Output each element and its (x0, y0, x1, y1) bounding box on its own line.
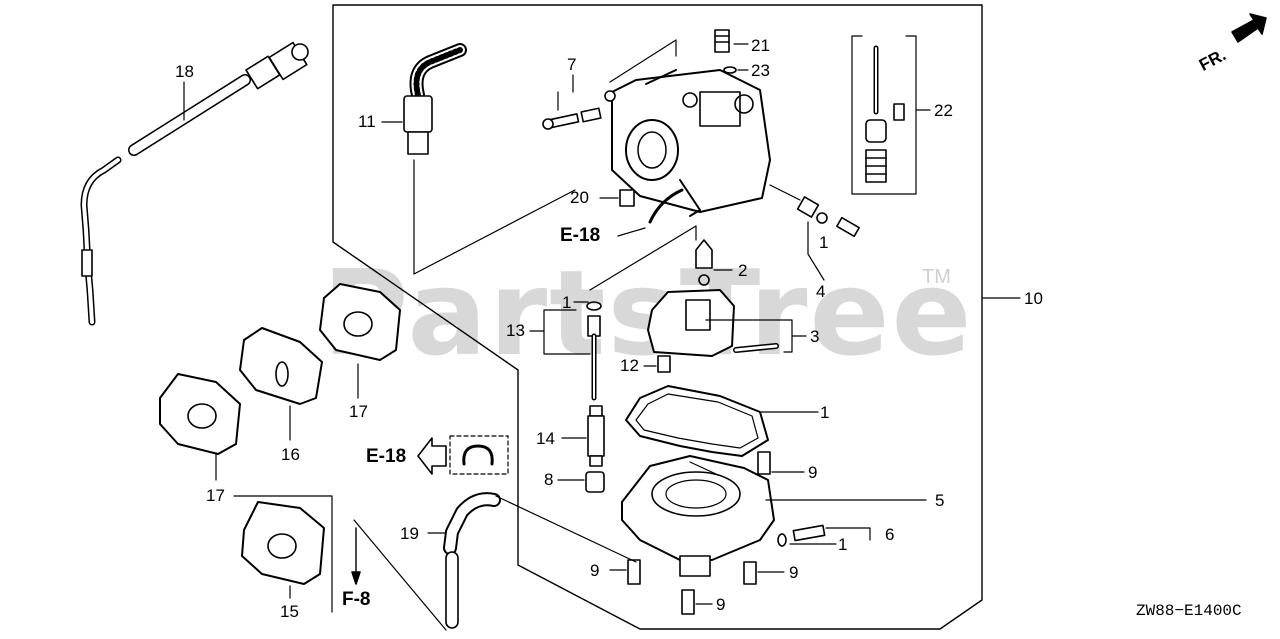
callout-9-bottom: 9 (716, 595, 726, 614)
fr-arrow-icon (1231, 13, 1267, 43)
leader-carb-top (609, 39, 677, 83)
choke-cable-icon (80, 41, 309, 326)
callout-17-top: 17 (349, 402, 368, 421)
leader-17-15 (233, 495, 333, 613)
callout-14: 14 (536, 429, 555, 448)
bolt-icons (627, 451, 771, 615)
callout-6: 6 (885, 525, 895, 544)
emulsion-tube-icon (586, 301, 602, 401)
callout-1-gasket: 1 (820, 403, 830, 422)
callout-10: 10 (1024, 289, 1043, 308)
leader-13 (543, 309, 591, 355)
clip-box (449, 435, 509, 475)
callout-5: 5 (935, 491, 945, 510)
arrow-down-icon (351, 571, 361, 585)
callout-9-right: 9 (789, 563, 799, 582)
ref-e18-top: E-18 (560, 225, 601, 246)
callout-4: 4 (816, 282, 826, 301)
trademark-mark: TM (922, 266, 951, 288)
callout-1-right: 1 (819, 233, 829, 252)
kit-box-22 (851, 35, 917, 195)
diagram-code: ZW88−E1400C (1136, 602, 1242, 620)
carburetor-body-icon (611, 69, 771, 217)
callout-17-bottom: 17 (206, 486, 225, 505)
callout-9-left: 9 (590, 561, 600, 580)
callout-1-upper: 1 (562, 293, 572, 312)
leader-1-4 (807, 221, 825, 281)
needle-kit-icon (865, 45, 905, 183)
main-jet-icon (585, 471, 605, 493)
clip-icon (462, 444, 494, 466)
leader-e18-top (617, 227, 646, 237)
screw-20-icon (619, 188, 684, 224)
callout-22: 22 (934, 101, 953, 120)
leader-11-link2 (413, 189, 576, 275)
drain-tube-icon (443, 492, 501, 629)
ref-e18-mid: E-18 (366, 446, 407, 467)
float-valve-icon (695, 239, 713, 286)
assembly-boundary (332, 4, 983, 630)
pilot-screw-icon (796, 196, 860, 238)
float-icon (647, 289, 779, 357)
main-nozzle-icon (587, 405, 605, 467)
callout-2: 2 (738, 261, 748, 280)
callout-13: 13 (506, 321, 525, 340)
fuel-hose-fitting-icon (403, 43, 467, 155)
callout-8: 8 (544, 470, 554, 489)
callout-18: 18 (175, 62, 194, 81)
callout-3: 3 (810, 327, 820, 346)
callout-16: 16 (281, 445, 300, 464)
callout-11: 11 (358, 112, 376, 131)
leader-6 (825, 527, 871, 541)
callout-15: 15 (280, 602, 299, 621)
callout-20: 20 (570, 188, 589, 207)
callout-19: 19 (400, 524, 419, 543)
callout-7: 7 (567, 55, 577, 74)
callout-23: 23 (751, 61, 770, 80)
screw-12-icon (657, 355, 671, 373)
screw-set-icon (542, 90, 616, 130)
drain-screw-icon (777, 524, 826, 547)
jet-icon (714, 29, 737, 74)
callout-21: 21 (751, 36, 770, 55)
float-chamber-icon (621, 455, 775, 577)
insulator-gasket-icon (159, 283, 401, 585)
float-chamber-gasket-icon (625, 385, 769, 457)
callout-1-drain: 1 (838, 535, 848, 554)
watermark: PartsTree (322, 244, 974, 382)
ref-f8: F-8 (342, 589, 371, 610)
callout-9-top: 9 (808, 463, 818, 482)
callout-12: 12 (620, 356, 639, 375)
arrow-left-icon (417, 437, 447, 475)
